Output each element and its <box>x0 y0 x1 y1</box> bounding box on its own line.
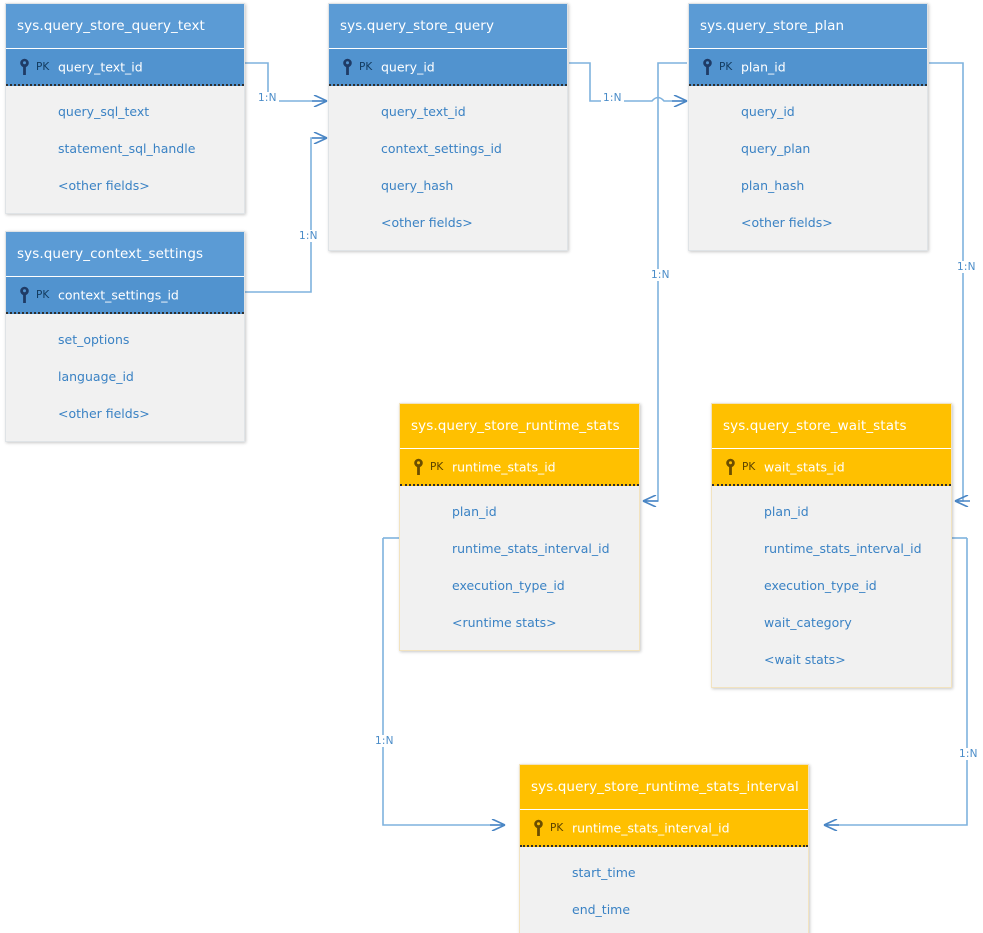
cardinality-interval-runtime: 1:N <box>373 735 396 747</box>
entity-title: sys.query_store_query_text <box>6 4 244 48</box>
field-list: plan_id runtime_stats_interval_id execut… <box>712 486 951 687</box>
pk-badge: PK <box>742 460 756 473</box>
field-row: query_id <box>741 104 795 119</box>
field-row: wait_category <box>764 615 852 630</box>
pk-badge: PK <box>36 288 50 301</box>
primary-key-row[interactable]: PK query_id <box>329 48 567 86</box>
field-row: runtime_stats_interval_id <box>452 541 610 556</box>
field-row: query_text_id <box>381 104 466 119</box>
key-icon <box>343 58 352 75</box>
rel-plan-runtime-line <box>643 62 687 501</box>
cardinality-plan-wait: 1:N <box>955 261 978 273</box>
pk-badge: PK <box>719 60 733 73</box>
key-icon <box>534 819 543 836</box>
field-list: query_sql_text statement_sql_handle <oth… <box>6 86 244 213</box>
key-icon <box>726 458 735 475</box>
cardinality-query-plan: 1:N <box>601 92 624 104</box>
primary-key-row[interactable]: PK plan_id <box>689 48 927 86</box>
field-list: query_id query_plan plan_hash <other fie… <box>689 86 927 250</box>
field-row: <other fields> <box>741 215 833 230</box>
field-row: start_time <box>572 865 636 880</box>
pk-field-name: query_text_id <box>58 59 143 74</box>
pk-badge: PK <box>430 460 444 473</box>
pk-badge: PK <box>359 60 373 73</box>
entity-title: sys.query_store_runtime_stats <box>400 404 639 448</box>
pk-badge: PK <box>36 60 50 73</box>
key-icon <box>414 458 423 475</box>
field-row: execution_type_id <box>764 578 877 593</box>
field-row: <other fields> <box>381 215 473 230</box>
field-row: statement_sql_handle <box>58 141 196 156</box>
entity-title: sys.query_store_wait_stats <box>712 404 951 448</box>
field-row: context_settings_id <box>381 141 502 156</box>
key-icon <box>703 58 712 75</box>
entity-query-store-runtime-stats[interactable]: sys.query_store_runtime_stats PK runtime… <box>399 403 640 651</box>
field-row: language_id <box>58 369 134 384</box>
pk-field-name: wait_stats_id <box>764 459 845 474</box>
field-row: <wait stats> <box>764 652 846 667</box>
entity-title: sys.query_context_settings <box>6 232 244 276</box>
pk-field-name: runtime_stats_interval_id <box>572 820 730 835</box>
primary-key-row[interactable]: PK runtime_stats_id <box>400 448 639 486</box>
rel-query-plan-line <box>569 62 687 101</box>
field-row: plan_id <box>764 504 809 519</box>
field-row: <other fields> <box>58 178 150 193</box>
entity-title: sys.query_store_runtime_stats_interval <box>520 765 808 809</box>
primary-key-row[interactable]: PK context_settings_id <box>6 276 244 314</box>
field-row: end_time <box>572 902 631 917</box>
entity-title: sys.query_store_plan <box>689 4 927 48</box>
primary-key-row[interactable]: PK wait_stats_id <box>712 448 951 486</box>
field-row: query_plan <box>741 141 811 156</box>
field-row: set_options <box>58 332 130 347</box>
entity-query-store-plan[interactable]: sys.query_store_plan PK plan_id query_id… <box>688 3 928 251</box>
rel-ctx-query-line <box>245 138 327 293</box>
field-row: runtime_stats_interval_id <box>764 541 922 556</box>
primary-key-row[interactable]: PK query_text_id <box>6 48 244 86</box>
primary-key-row[interactable]: PK runtime_stats_interval_id <box>520 809 808 847</box>
pk-badge: PK <box>550 821 564 834</box>
cardinality-text-query: 1:N <box>256 92 279 104</box>
entity-query-store-wait-stats[interactable]: sys.query_store_wait_stats PK wait_stats… <box>711 403 952 688</box>
pk-field-name: query_id <box>381 59 435 74</box>
field-row: query_sql_text <box>58 104 150 119</box>
field-row: execution_type_id <box>452 578 565 593</box>
field-row: <runtime stats> <box>452 615 557 630</box>
cardinality-plan-runtime: 1:N <box>649 269 672 281</box>
pk-field-name: plan_id <box>741 59 786 74</box>
field-row: query_hash <box>381 178 454 193</box>
entity-title: sys.query_store_query <box>329 4 567 48</box>
field-list: plan_id runtime_stats_interval_id execut… <box>400 486 639 650</box>
field-row: plan_hash <box>741 178 805 193</box>
pk-field-name: context_settings_id <box>58 287 179 302</box>
entity-query-store-query[interactable]: sys.query_store_query PK query_id query_… <box>328 3 568 251</box>
entity-query-context-settings[interactable]: sys.query_context_settings PK context_se… <box>5 231 245 442</box>
field-list: query_text_id context_settings_id query_… <box>329 86 567 250</box>
cardinality-interval-wait: 1:N <box>957 748 980 760</box>
field-row: plan_id <box>452 504 497 519</box>
cardinality-ctx-query: 1:N <box>297 230 320 242</box>
entity-query-store-runtime-stats-interval[interactable]: sys.query_store_runtime_stats_interval P… <box>519 764 809 933</box>
field-list: set_options language_id <other fields> <box>6 314 244 441</box>
key-icon <box>20 58 29 75</box>
field-list: start_time end_time <box>520 847 808 933</box>
field-row: <other fields> <box>58 406 150 421</box>
key-icon <box>20 286 29 303</box>
pk-field-name: runtime_stats_id <box>452 459 556 474</box>
entity-query-store-query-text[interactable]: sys.query_store_query_text PK query_text… <box>5 3 245 214</box>
